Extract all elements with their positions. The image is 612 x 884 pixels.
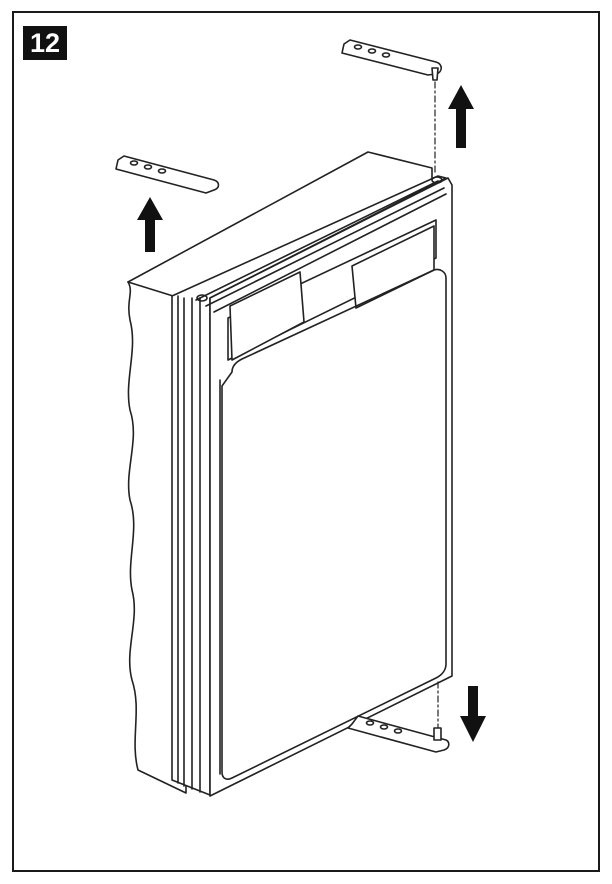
bottom-hinge-plate: [347, 681, 450, 753]
door-front: [195, 176, 453, 797]
down-arrow-icon: [460, 686, 486, 742]
step-number-badge: 12: [23, 26, 67, 60]
top-right-hinge-plate: [341, 39, 443, 173]
up-arrow-left-icon: [137, 197, 163, 252]
up-arrow-right-icon: [448, 85, 474, 148]
top-left-hinge-plate: [115, 155, 220, 194]
